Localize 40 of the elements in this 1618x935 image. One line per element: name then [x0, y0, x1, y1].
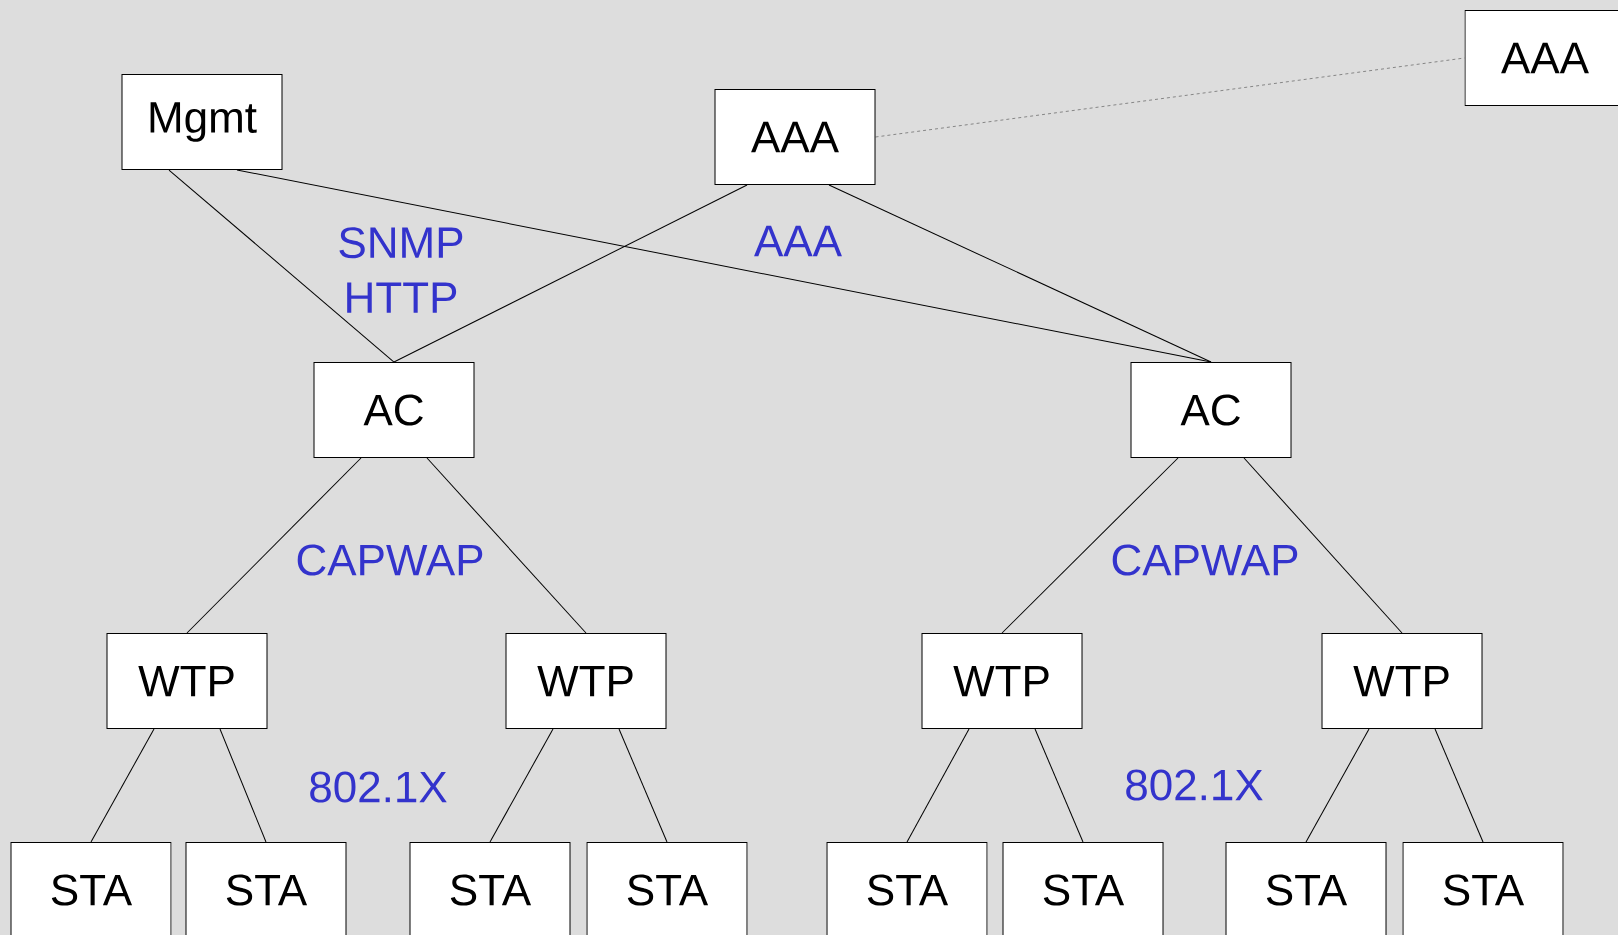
device-box: WTP [106, 633, 268, 729]
protocol-label: SNMP HTTP [339, 227, 463, 313]
device-box: STA [1002, 842, 1164, 935]
device-box: STA [1225, 842, 1387, 935]
connector-line [186, 457, 362, 634]
device-box: STA [826, 842, 988, 935]
device-box: AC [1130, 362, 1292, 458]
connector-line [1434, 728, 1484, 843]
protocol-label: 802.1X [310, 771, 447, 803]
connector-line [1034, 728, 1084, 843]
protocol-label: 802.1X [1126, 769, 1263, 801]
connector-line [426, 457, 587, 634]
device-box: WTP [505, 633, 667, 729]
protocol-label: CAPWAP [297, 544, 483, 576]
connector-line [393, 184, 748, 363]
connector-line [1305, 728, 1370, 843]
connector-line [168, 169, 395, 363]
connector-line [906, 728, 970, 843]
connector-line [90, 728, 155, 843]
device-box: AAA [714, 89, 876, 185]
device-box: STA [185, 842, 347, 935]
protocol-label: AAA [754, 225, 842, 257]
protocol-label: CAPWAP [1112, 544, 1298, 576]
connector-line [219, 728, 267, 843]
device-box: WTP [1321, 633, 1483, 729]
connector-line [1001, 457, 1179, 634]
connector-line [828, 184, 1212, 363]
device-box: STA [10, 842, 172, 935]
connector-line [236, 169, 1212, 363]
connector-line [618, 728, 668, 843]
connector-line [489, 728, 554, 843]
device-box: WTP [921, 633, 1083, 729]
device-box: STA [409, 842, 571, 935]
device-box: AAA [1464, 10, 1618, 106]
device-box: AC [313, 362, 475, 458]
connector-line [1243, 457, 1403, 634]
device-box: Mgmt [121, 74, 283, 170]
device-box: STA [586, 842, 748, 935]
device-box: STA [1402, 842, 1564, 935]
dashed-line [875, 57, 1465, 138]
